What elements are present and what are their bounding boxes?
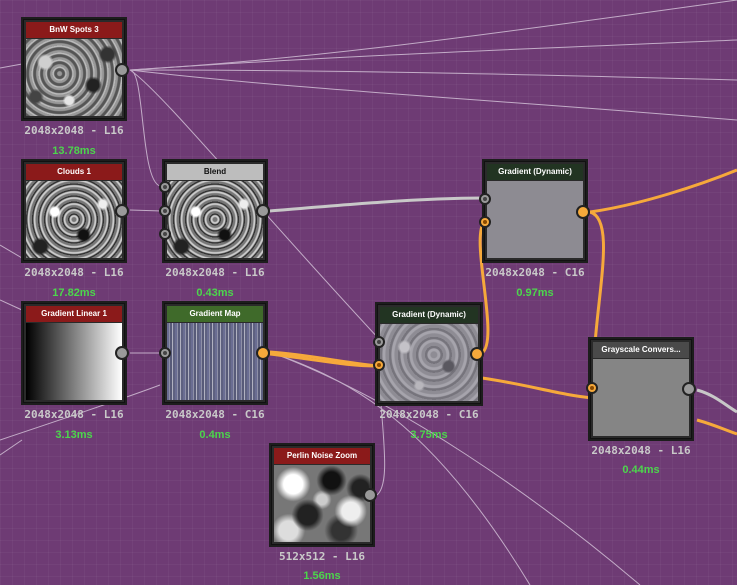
node-resolution: 512x512 - L16: [278, 550, 366, 563]
wire-gradmap-to-gdyn-2: [269, 352, 379, 368]
wire-gdyn-top-out: [589, 168, 737, 214]
input-port[interactable]: [159, 228, 171, 240]
node-time: 1.56ms: [303, 570, 341, 582]
node-time: 3.13ms: [55, 429, 93, 441]
node-thumbnail: [26, 39, 122, 116]
node-thumbnail: [26, 323, 122, 400]
wire-thin: [129, 69, 737, 121]
input-port[interactable]: [479, 193, 491, 205]
wire-thin: [269, 351, 641, 585]
wire-thin: [129, 69, 737, 81]
node-resolution: 2048x2048 - L16: [165, 266, 265, 279]
wire-thin: [0, 244, 23, 259]
node-thumbnail: [380, 324, 478, 401]
node-resolution: 2048x2048 - L16: [24, 124, 124, 137]
node-thumbnail: [274, 465, 370, 542]
wire-gray-out-orange: [696, 418, 737, 436]
input-port[interactable]: [479, 216, 491, 228]
node-time: 3.75ms: [410, 429, 448, 441]
input-port[interactable]: [159, 347, 171, 359]
node-gradient-dynamic-mid[interactable]: Gradient (Dynamic): [375, 302, 483, 406]
node-thumbnail: [26, 181, 122, 258]
wire-blend-to-gradient: [269, 196, 485, 213]
node-perlin-noise-zoom[interactable]: Perlin Noise Zoom: [269, 443, 375, 547]
output-port[interactable]: [115, 63, 129, 77]
input-port[interactable]: [586, 382, 598, 394]
node-resolution: 2048x2048 - L16: [24, 266, 124, 279]
input-port[interactable]: [373, 336, 385, 348]
wire-thin: [0, 63, 23, 69]
node-blend[interactable]: Blend: [162, 159, 268, 263]
node-time: 0.4ms: [199, 429, 231, 441]
wire-thin: [129, 69, 161, 187]
output-port[interactable]: [256, 346, 270, 360]
wire-thin: [129, 39, 737, 71]
node-clouds-1[interactable]: Clouds 1: [21, 159, 127, 263]
output-port[interactable]: [256, 204, 270, 218]
node-time: 0.97ms: [516, 287, 554, 299]
node-title: Gradient (Dynamic): [380, 307, 478, 323]
node-thumbnail: [487, 181, 583, 258]
node-time: 0.43ms: [196, 287, 234, 299]
wire-gdyn-mid-to-gray: [481, 376, 594, 400]
node-resolution: 2048x2048 - C16: [485, 266, 585, 279]
node-time: 17.82ms: [52, 287, 96, 299]
node-title: Clouds 1: [26, 164, 122, 180]
wire-thin: [129, 0, 737, 71]
output-port[interactable]: [115, 204, 129, 218]
output-port[interactable]: [576, 205, 590, 219]
node-thumbnail: [167, 181, 263, 258]
node-title: BnW Spots 3: [26, 22, 122, 38]
wire-thin: [269, 351, 531, 585]
node-resolution: 2048x2048 - C16: [165, 408, 265, 421]
wire-gdyn-mid-up: [478, 221, 490, 355]
node-resolution: 2048x2048 - L16: [591, 444, 691, 457]
node-gradient-dynamic-top[interactable]: Gradient (Dynamic): [482, 159, 588, 263]
node-resolution: 2048x2048 - C16: [379, 408, 479, 421]
output-port[interactable]: [363, 488, 377, 502]
node-title: Blend: [167, 164, 263, 180]
input-port[interactable]: [159, 205, 171, 217]
node-gradient-linear-1[interactable]: Gradient Linear 1: [21, 301, 127, 405]
input-port[interactable]: [373, 359, 385, 371]
node-gradient-map[interactable]: Gradient Map: [162, 301, 268, 405]
node-title: Grayscale Convers...: [593, 342, 689, 358]
output-port[interactable]: [470, 347, 484, 361]
node-title: Perlin Noise Zoom: [274, 448, 370, 464]
output-port[interactable]: [682, 382, 696, 396]
wire-thin: [0, 384, 161, 441]
node-grayscale-conversion[interactable]: Grayscale Convers...: [588, 337, 694, 441]
node-time: 0.44ms: [622, 464, 660, 476]
node-title: Gradient (Dynamic): [487, 164, 583, 180]
node-time: 13.78ms: [52, 145, 96, 157]
output-port[interactable]: [115, 346, 129, 360]
wire-thin: [0, 299, 23, 311]
input-port[interactable]: [159, 181, 171, 193]
wire-thin: [129, 209, 163, 212]
node-title: Gradient Map: [167, 306, 263, 322]
node-resolution: 2048x2048 - L16: [24, 408, 124, 421]
node-title: Gradient Linear 1: [26, 306, 122, 322]
node-thumbnail: [167, 323, 263, 400]
node-thumbnail: [593, 359, 689, 436]
wire-thin: [0, 439, 23, 456]
wire-grayscale-out: [696, 388, 737, 414]
node-bnw-spots-3[interactable]: BnW Spots 3: [21, 17, 127, 121]
